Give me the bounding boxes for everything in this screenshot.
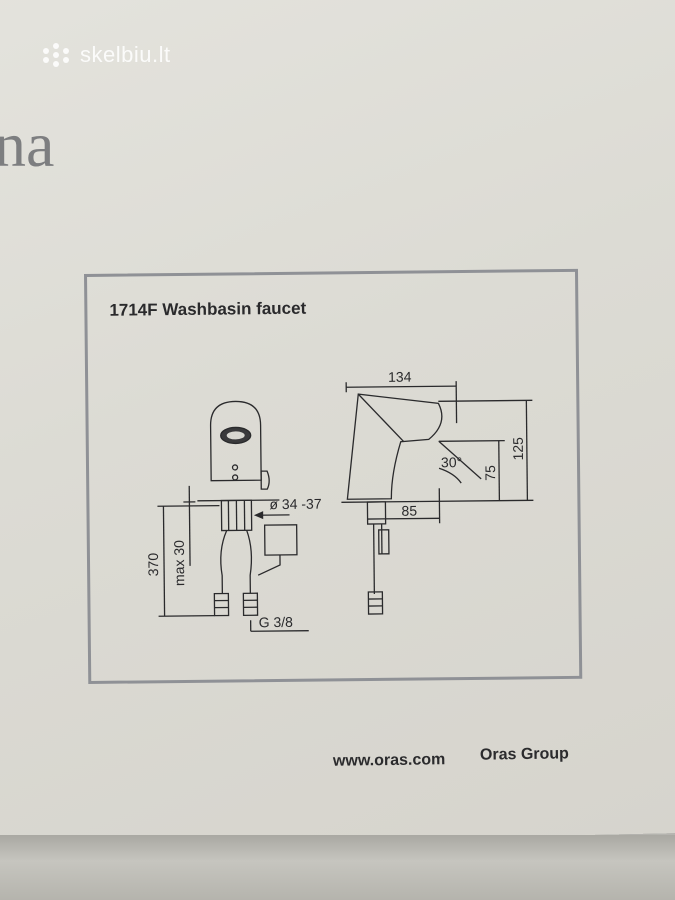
dim-max-30: max 30 (171, 540, 187, 586)
footer-company: Oras Group (479, 745, 570, 764)
watermark: skelbiu.lt (40, 42, 171, 68)
technical-drawing: 370 max 30 ø 34 -37 G 3/8 134 125 75 85 … (145, 369, 534, 632)
brand-partial: na (0, 109, 55, 180)
dim-75: 75 (482, 465, 498, 481)
dim-370: 370 (145, 553, 161, 577)
box-edge (0, 835, 675, 900)
watermark-text: skelbiu.lt (80, 42, 171, 67)
control-box (263, 524, 298, 556)
front-faucet-body (209, 400, 262, 482)
diagram-frame: 1714F Washbasin faucet (84, 268, 583, 684)
footer-url: www.oras.com (332, 751, 446, 770)
dim-134: 134 (388, 369, 412, 385)
front-lever (260, 470, 270, 490)
dim-85: 85 (401, 503, 417, 519)
dim-125: 125 (510, 437, 526, 461)
dim-30-deg: 30° (441, 454, 462, 470)
dim-thread: G 3/8 (259, 614, 294, 630)
dim-hole-diameter: ø 34 -37 (269, 496, 322, 513)
dots-logo-icon (43, 43, 69, 67)
side-faucet-body (346, 393, 443, 500)
